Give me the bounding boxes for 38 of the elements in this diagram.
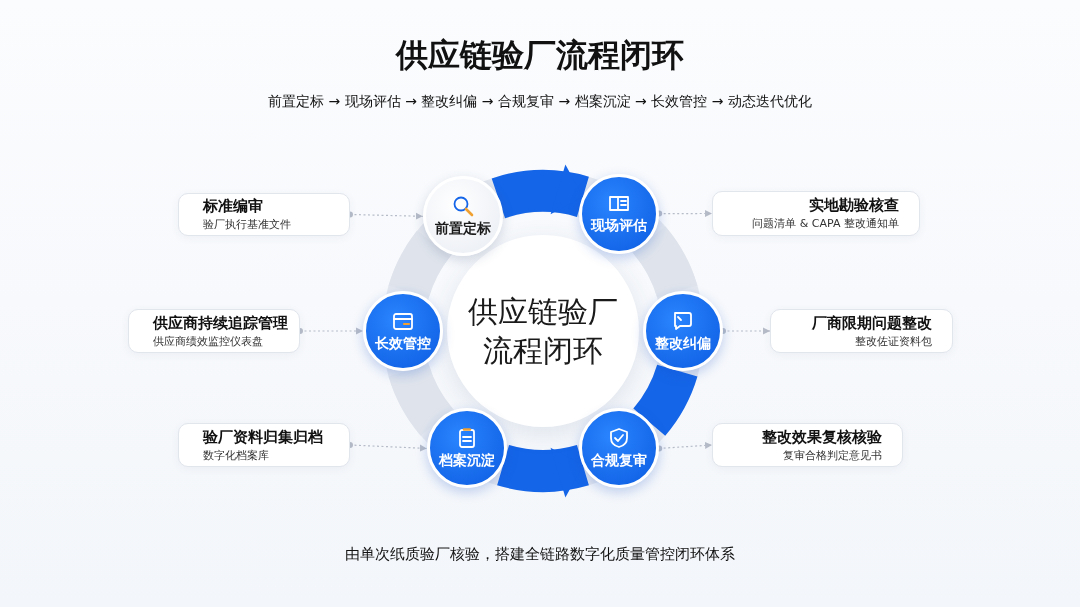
ring-segment [632, 227, 698, 299]
card-subtext: 验厂执行基准文件 [203, 217, 291, 232]
info-card [128, 309, 300, 353]
ring-arrow [492, 165, 588, 219]
card-heading: 标准编审 [203, 197, 263, 216]
info-card [178, 193, 350, 236]
card-heading: 厂商限期问题整改 [812, 313, 932, 333]
caption: 由单次纸质验厂核验，搭建全链路数字化质量管控闭环体系 [345, 545, 735, 563]
step-label: 现场评估 [591, 217, 648, 236]
card-subtext: 整改佐证资料包 [855, 333, 932, 349]
step-circle [643, 291, 723, 371]
step-circle [422, 176, 503, 257]
card-heading: 验厂资料归集归档 [203, 427, 323, 447]
step-label: 整改纠偏 [655, 334, 711, 353]
center-title: 供应链验厂流程闭环 [467, 293, 619, 370]
title: 供应链验厂流程闭环 [396, 36, 684, 74]
step-circle [363, 291, 443, 371]
card-subtext: 问题清单 & CAPA 整改通知单 [752, 216, 899, 231]
card-heading: 供应商持续追踪管理 [153, 313, 288, 333]
card-heading: 整改效果复核核验 [762, 427, 882, 447]
info-card [712, 423, 903, 467]
info-card [178, 423, 350, 467]
step-circle [579, 173, 660, 254]
step-label: 档案沉淀 [438, 451, 495, 470]
card-subtext: 复审合格判定意见书 [783, 447, 882, 463]
step-label: 前置定标 [434, 219, 491, 238]
flow-summary: 前置定标 → 现场评估 → 整改纠偏 → 合规复审 → 档案沉淀 → 长效管控 → 动态迭代优化 [268, 93, 812, 109]
step-label: 长效管控 [375, 334, 431, 353]
info-card [770, 309, 953, 353]
card-subtext: 数字化档案库 [203, 447, 269, 463]
ring-segment [632, 363, 698, 435]
info-card [712, 191, 920, 236]
ring-arrow [498, 444, 588, 497]
card-subtext: 供应商绩效监控仪表盘 [153, 333, 263, 349]
ring-segment [388, 231, 451, 299]
ring-segment [388, 363, 454, 435]
step-label: 合规复审 [591, 451, 648, 470]
card-heading: 实地勘验核查 [809, 196, 899, 215]
